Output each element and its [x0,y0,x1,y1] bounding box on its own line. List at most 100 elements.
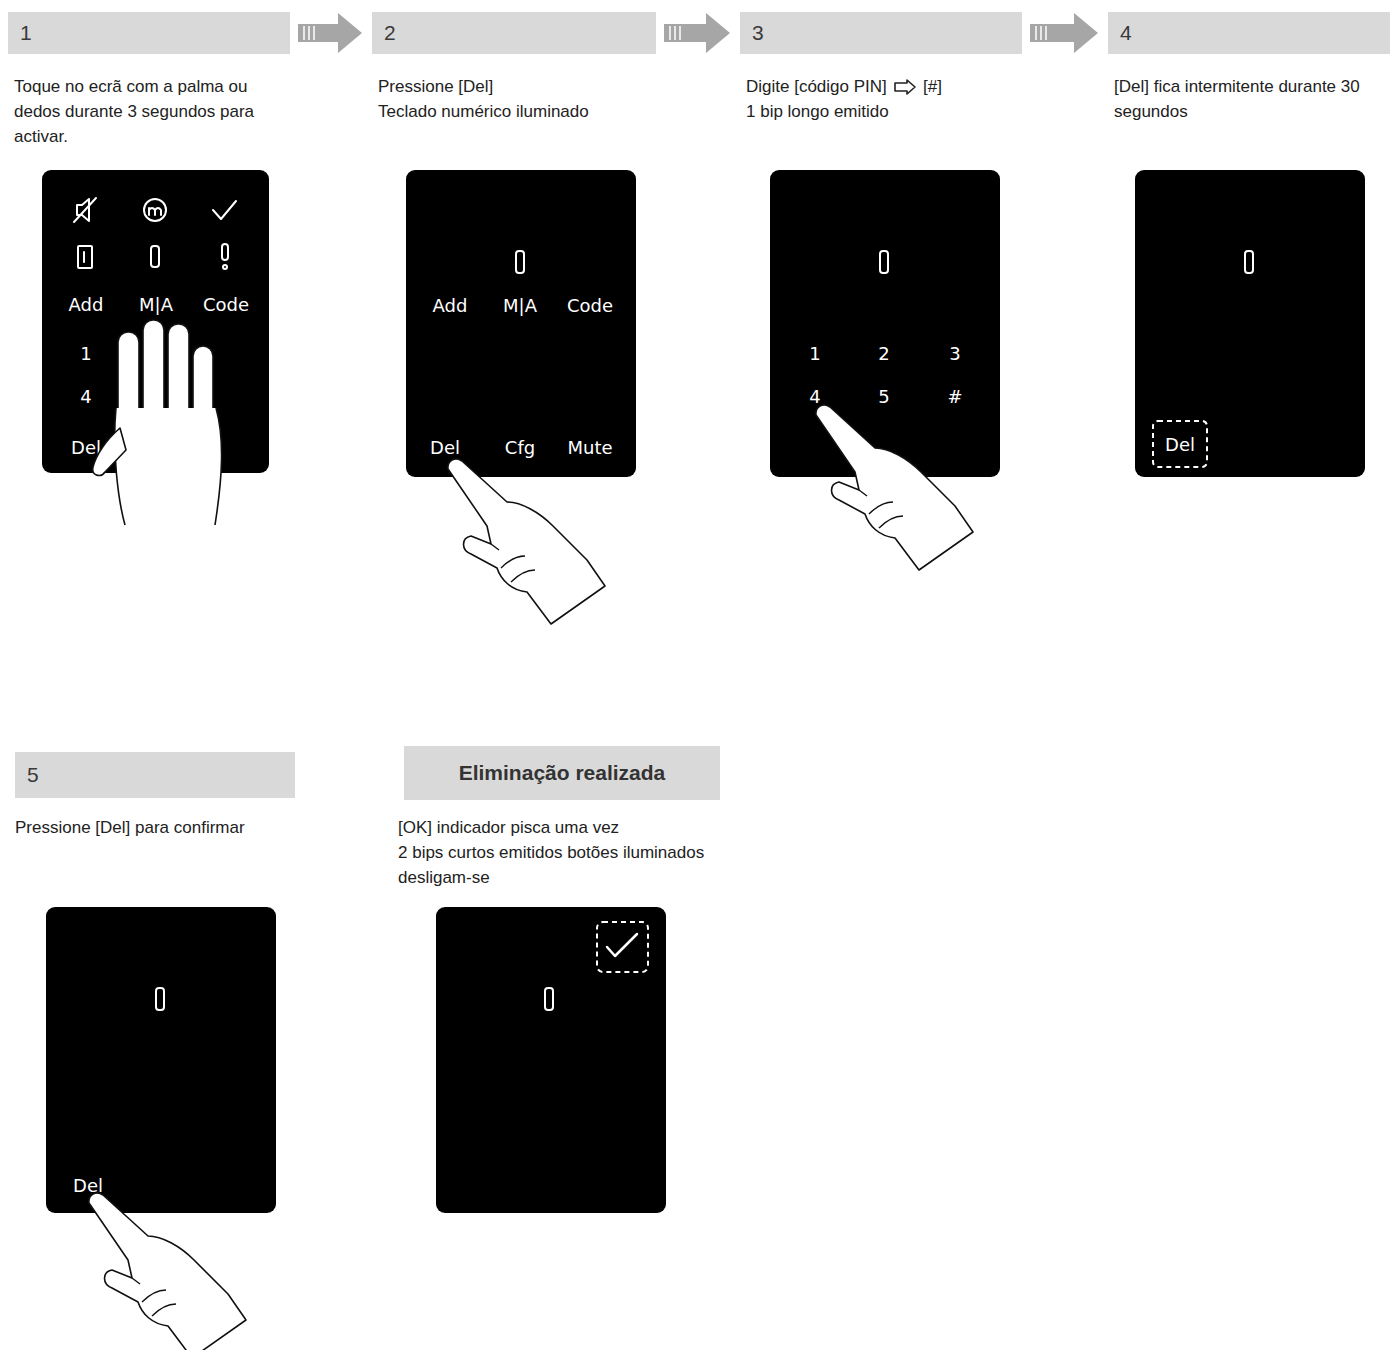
arrow-body [298,13,362,53]
ok-highlight [597,922,648,972]
step-header-bar: 5 [15,752,295,798]
step-header-bar: 1 [8,12,290,54]
key-slot: Del [1165,434,1195,455]
instruction-slot: 1 bip longo emitido [746,99,1036,124]
instruction-slot: [OK] indicador pisca uma vez [398,815,728,840]
key-label: 3 [949,343,960,364]
instruction-slot: Toque no ecrã com a palma ou dedos duran… [14,74,292,149]
key-slot: Code [203,294,249,315]
arrow-stripe [669,26,671,40]
arrow-stripe [679,26,681,40]
instruction-slot: [Del] fica intermitente durante 30 segun… [1114,74,1386,124]
step-number: 3 [752,21,764,45]
instruction-text: [Del] fica intermitente durante 30 segun… [1114,74,1386,124]
step-header-bar: 2 [372,12,656,54]
step-header-bar: 3 [740,12,1022,54]
pointing-hand [89,1193,246,1350]
instruction-slot: 2 bips curtos emitidos botões iluminados… [398,840,728,890]
key-slot: M|A [503,295,537,316]
arrow-stripe [1045,26,1047,40]
keypad-screen: Del [1135,170,1365,477]
instruction-text: Toque no ecrã com a palma ou dedos duran… [14,74,292,149]
instruction-slot: [#] [923,74,942,99]
key-label: 2 [878,343,889,364]
panel-icons [74,198,236,269]
step-header-bar: 4 [1108,12,1390,54]
key-label: 1 [809,343,820,364]
key-slot: Del [71,437,101,458]
instruction-text: [#] [923,74,942,99]
key-slot: 5 [878,386,889,407]
pointing-hand [448,459,605,624]
arrow-body [664,13,730,53]
step-number: 2 [384,21,396,45]
arrow-stripe [313,26,315,40]
step-header-bar: Eliminação realizada [404,746,720,800]
instruction-slot: Pressione [Del] para confirmar [15,815,315,840]
key-label: Code [567,295,613,316]
keypad-screen: 1 2 3 4 5 # [770,170,1000,477]
instruction-slot: Digite [código PIN] [746,74,887,99]
key-label: Del [1165,434,1195,455]
key-slot: M|A [139,294,173,315]
key-slot: Del [430,437,460,458]
key-slot: Code [567,295,613,316]
pin-arrow-icon [895,80,915,94]
step-arrow [298,13,362,53]
key-label: Cfg [505,437,535,458]
ok-check-icon [607,934,637,956]
key-label: Del [73,1175,103,1196]
key-slot: 2 [878,343,889,364]
arrow-stripe [1040,26,1042,40]
instruction-text: Pressione [Del] [378,74,668,99]
arrow-stripe [674,26,676,40]
key-label: Mute [567,437,612,458]
key-label: 4 [80,386,91,407]
instruction-slot: Pressione [Del] [378,74,668,99]
key-label: 1 [80,343,91,364]
step-arrow [1030,13,1098,53]
key-slot: Add [433,295,468,316]
pointing-hand [816,405,973,570]
key-label: Add [69,294,104,315]
key-slot: 3 [949,343,960,364]
key-slot: # [947,386,962,407]
arrow-body [1030,13,1098,53]
step-number: 1 [20,21,32,45]
instruction-text: [OK] indicador pisca uma vez [398,815,728,840]
key-slot: 1 [809,343,820,364]
key-slot: Del [73,1175,103,1196]
instruction-text: Digite [código PIN] [746,74,887,99]
blink-highlight [1153,421,1207,467]
key-label: 4 [809,386,820,407]
arrow-stripe [308,26,310,40]
instruction-text: Teclado numérico iluminado [378,99,668,124]
step-arrow [664,13,730,53]
key-slot: 4 [809,386,820,407]
key-slot: 1 [80,343,91,364]
step-number: 5 [27,763,39,787]
arrow-stripe [1035,26,1037,40]
key-label: M|A [503,295,537,316]
key-label: Add [433,295,468,316]
instruction-text: Pressione [Del] para confirmar [15,815,315,840]
key-label: Del [430,437,460,458]
instruction-text: 2 bips curtos emitidos botões iluminados… [398,840,728,890]
key-label: Code [203,294,249,315]
instruction-text: 1 bip longo emitido [746,99,1036,124]
key-slot: Add [69,294,104,315]
battery-icon [545,988,553,1010]
key-label: # [947,386,962,407]
keypad-screen: Add M|A CodeDel Cfg Mute [406,170,636,477]
battery-icon [156,251,1253,1010]
instruction-slot: Teclado numérico iluminado [378,99,668,124]
screen-panel [436,907,666,1213]
step-number: Eliminação realizada [459,761,666,785]
palm-hand [93,320,222,525]
key-label: M|A [139,294,173,315]
keypad-screen: Del [46,907,276,1213]
arrow-stripe [303,26,305,40]
key-slot: 4 [80,386,91,407]
key-label: Del [71,437,101,458]
